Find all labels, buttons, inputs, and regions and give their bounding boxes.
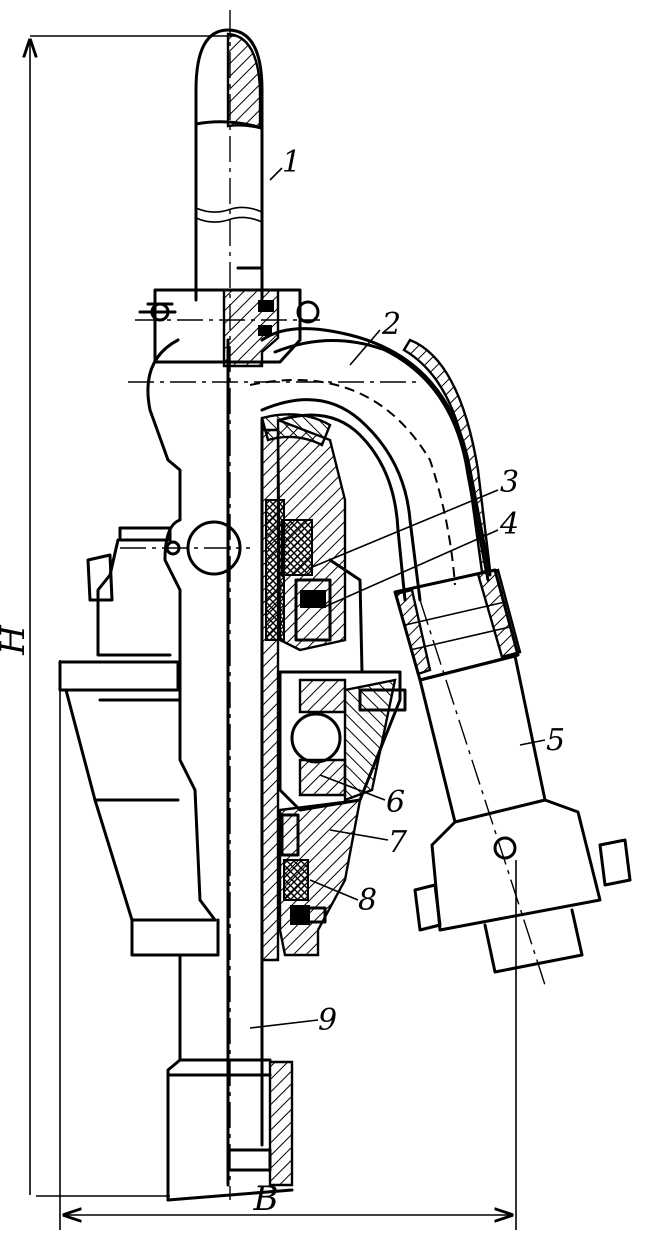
central-shaft — [226, 338, 285, 1187]
height-label: H — [0, 624, 33, 656]
callout-9: 9 — [318, 1003, 337, 1038]
width-label: B — [253, 1179, 279, 1219]
callout-3: 3 — [500, 465, 519, 500]
callout-4: 4 — [499, 507, 519, 542]
ball-bearing — [278, 670, 407, 812]
hose-nozzle — [413, 654, 632, 974]
lower-housing — [278, 798, 362, 957]
pipe-coupling — [393, 568, 522, 682]
height-dimension — [30, 35, 236, 1197]
callout-1: 1 — [282, 145, 301, 180]
callout-2: 2 — [381, 307, 401, 342]
callout-6: 6 — [386, 785, 405, 820]
lower-shaft — [166, 953, 294, 1202]
left-housing — [58, 338, 242, 957]
callouts: 1 2 3 4 5 6 7 8 9 — [282, 145, 565, 1038]
upper-bearing — [276, 418, 364, 674]
top-clamp — [138, 266, 320, 368]
handle-rod — [194, 28, 264, 302]
callout-8: 8 — [358, 883, 377, 918]
callout-5: 5 — [546, 723, 565, 758]
callout-7: 7 — [388, 825, 408, 860]
width-dimension — [59, 660, 517, 1230]
leader-lines — [249, 167, 546, 1029]
